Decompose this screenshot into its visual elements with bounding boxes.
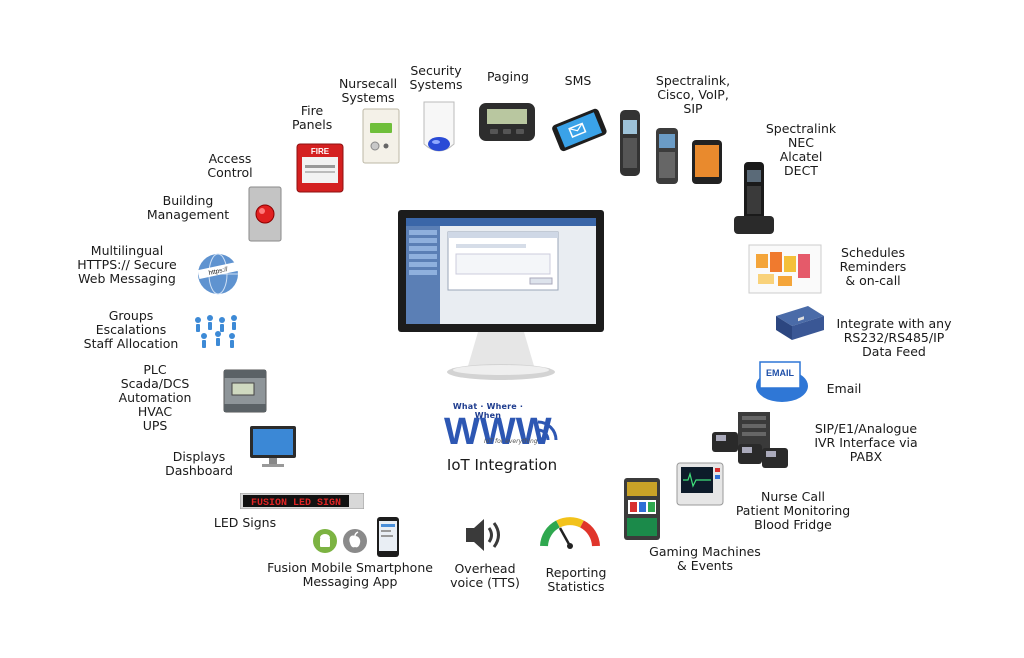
android-icon (313, 529, 337, 553)
email-icon-text: EMAIL (766, 368, 795, 378)
email-icon: EMAIL (756, 361, 808, 402)
patient-monitor-icon (676, 462, 724, 506)
pager-icon (479, 103, 535, 141)
label-paging: Paging (487, 69, 529, 84)
gauge-icon (540, 517, 600, 549)
apple-icon (343, 529, 367, 553)
brand-tagline: What · Where · When (452, 402, 524, 420)
people-group-icon (195, 315, 237, 348)
www-logo-icon: WWW (444, 411, 558, 453)
wireless-phones-icon (620, 110, 722, 184)
label-led-signs: LED Signs (213, 515, 277, 530)
label-sms: SMS (564, 73, 592, 88)
https-icon-text: https:// (208, 266, 229, 277)
led-sign-icon: FUSION LED SIGN (240, 493, 364, 509)
nursecall-panel-icon (362, 108, 400, 164)
slot-machine-icon (624, 478, 660, 540)
access-control-button-icon (248, 186, 282, 242)
label-gaming: Gaming Machines& Events (649, 544, 761, 573)
schedule-calendar-icon (748, 244, 822, 294)
brand-subtag: IoT for everything (484, 438, 538, 445)
dect-phone-icon (734, 162, 774, 234)
sms-phone-icon (552, 108, 607, 152)
smartphone-icon (377, 517, 399, 557)
speaker-icon (466, 519, 500, 551)
pabx-phones-icon (712, 412, 788, 468)
label-spectralink-cisco: Spectralink,Cisco, VoIP,SIP (655, 73, 731, 116)
label-email: Email (826, 381, 862, 396)
led-sign-text: FUSION LED SIGN (251, 498, 341, 509)
globe-icon: https:// (197, 253, 239, 295)
fire-alarm-icon: FIRE (296, 143, 344, 193)
brand-mark: WWW (444, 411, 552, 453)
plc-device-icon (223, 369, 267, 413)
central-monitor-icon (398, 210, 604, 380)
serial-converter-icon (776, 306, 824, 340)
security-siren-icon (423, 101, 455, 152)
diagram-title: IoT Integration (446, 456, 558, 474)
fire-icon-text: FIRE (311, 147, 330, 156)
display-monitor-icon (250, 426, 296, 467)
